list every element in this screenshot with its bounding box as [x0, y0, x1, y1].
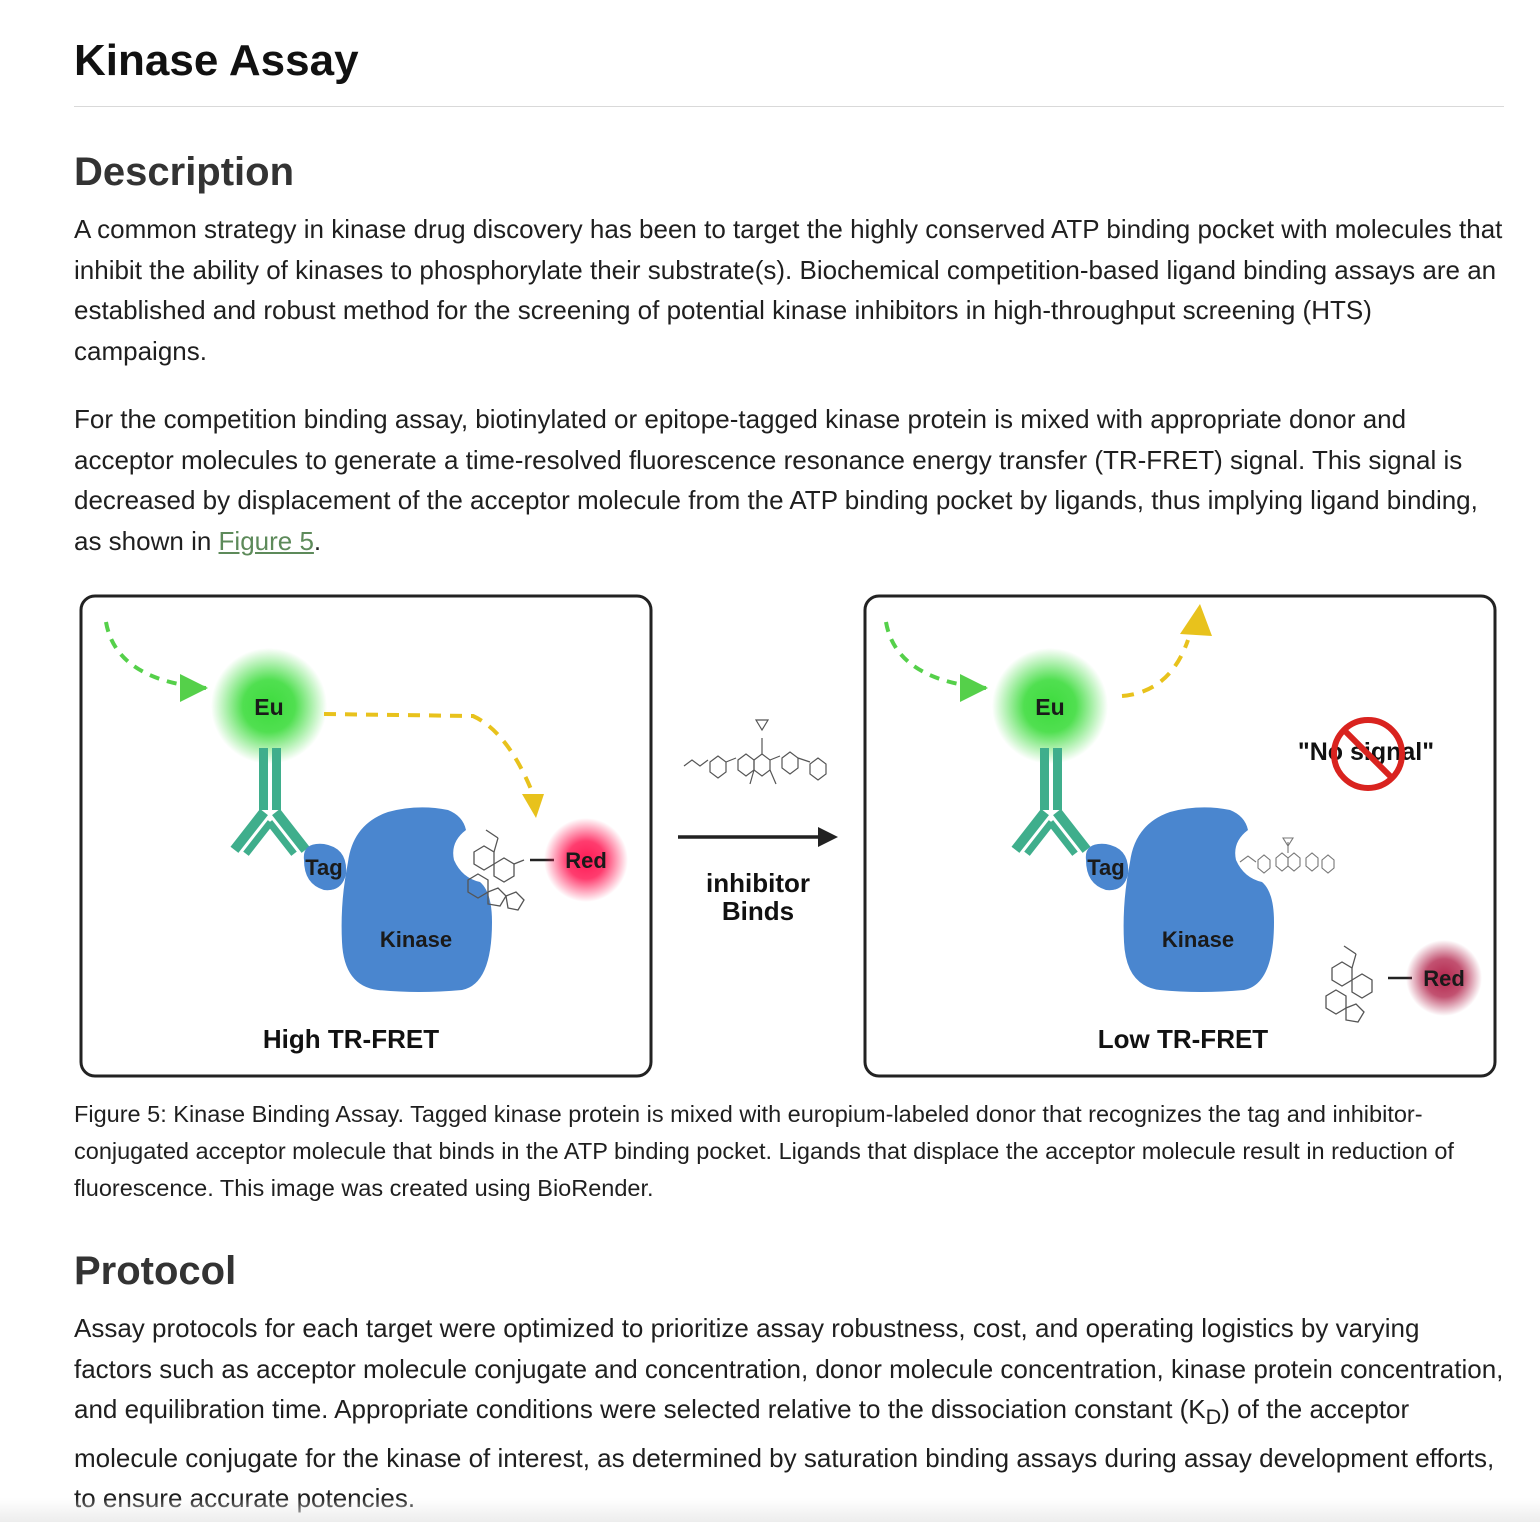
tag-shape [303, 843, 347, 891]
eu-donor-glow-right [992, 648, 1108, 764]
figure-5: Eu Tag Kinase [78, 592, 1504, 1082]
inhibitor-label: inhibitor [706, 868, 810, 898]
inhibitor-molecule [683, 719, 827, 785]
kd-subscript: D [1205, 1404, 1222, 1430]
red-acceptor-glow [544, 818, 628, 902]
kinase-shape [341, 807, 492, 992]
tag-label-right: Tag [1087, 855, 1124, 880]
figure-caption: Figure 5: Kinase Binding Assay. Tagged k… [74, 1101, 1454, 1201]
paragraph-2-text: For the competition binding assay, bioti… [74, 404, 1478, 556]
red-label-right: Red [1423, 966, 1465, 991]
displaced-acceptor-molecule [1325, 945, 1373, 1023]
kinase-shape-right [1123, 807, 1274, 992]
antibody-right [1011, 748, 1091, 856]
inhibitor-binds-step: inhibitor Binds [678, 719, 838, 926]
process-arrowhead [818, 827, 838, 847]
no-sign-icon [1331, 717, 1405, 791]
antibody [230, 748, 310, 856]
acceptor-conjugate-molecule [467, 829, 525, 911]
bottom-fade [0, 1498, 1540, 1522]
eu-label: Eu [254, 694, 283, 720]
red-label: Red [565, 848, 607, 873]
low-trfret-panel: Eu "No signal" Tag [863, 594, 1497, 1078]
binds-label: Binds [722, 896, 794, 926]
emission-arrow [1121, 639, 1190, 698]
fret-arrow [323, 712, 535, 795]
eu-label-right: Eu [1035, 694, 1064, 720]
paragraph-2-end: . [313, 525, 322, 556]
protocol-text: Assay protocols for each target were opt… [74, 1313, 1504, 1424]
protocol-heading: Protocol [74, 1249, 237, 1293]
low-trfret-label: Low TR-FRET [1098, 1024, 1269, 1054]
eu-donor-glow [211, 648, 327, 764]
high-trfret-panel: Eu Tag Kinase [79, 594, 653, 1078]
tag-label: Tag [305, 855, 342, 880]
emission-arrowhead [1180, 604, 1212, 636]
protocol-paragraph: Assay protocols for each target were opt… [74, 1308, 1504, 1519]
kinase-label: Kinase [380, 927, 452, 952]
description-heading: Description [74, 150, 295, 194]
description-paragraph-1: A common strategy in kinase drug discove… [74, 214, 1503, 366]
tag-shape-right [1085, 843, 1129, 891]
description-paragraph-2: For the competition binding assay, bioti… [74, 399, 1504, 561]
high-trfret-label: High TR-FRET [263, 1024, 439, 1054]
excitation-arrowhead-right [960, 674, 988, 702]
kinase-label-right: Kinase [1162, 927, 1234, 952]
bound-inhibitor-molecule [1239, 837, 1335, 874]
figure-5-link[interactable]: Figure 5 [218, 525, 314, 556]
page-title: Kinase Assay [74, 36, 359, 85]
figure-diagram: Eu Tag Kinase [79, 594, 1497, 1078]
red-acceptor-glow-right [1406, 940, 1482, 1016]
excitation-arrowhead [180, 674, 208, 702]
fret-arrowhead [522, 794, 544, 818]
title-divider [74, 106, 1504, 107]
